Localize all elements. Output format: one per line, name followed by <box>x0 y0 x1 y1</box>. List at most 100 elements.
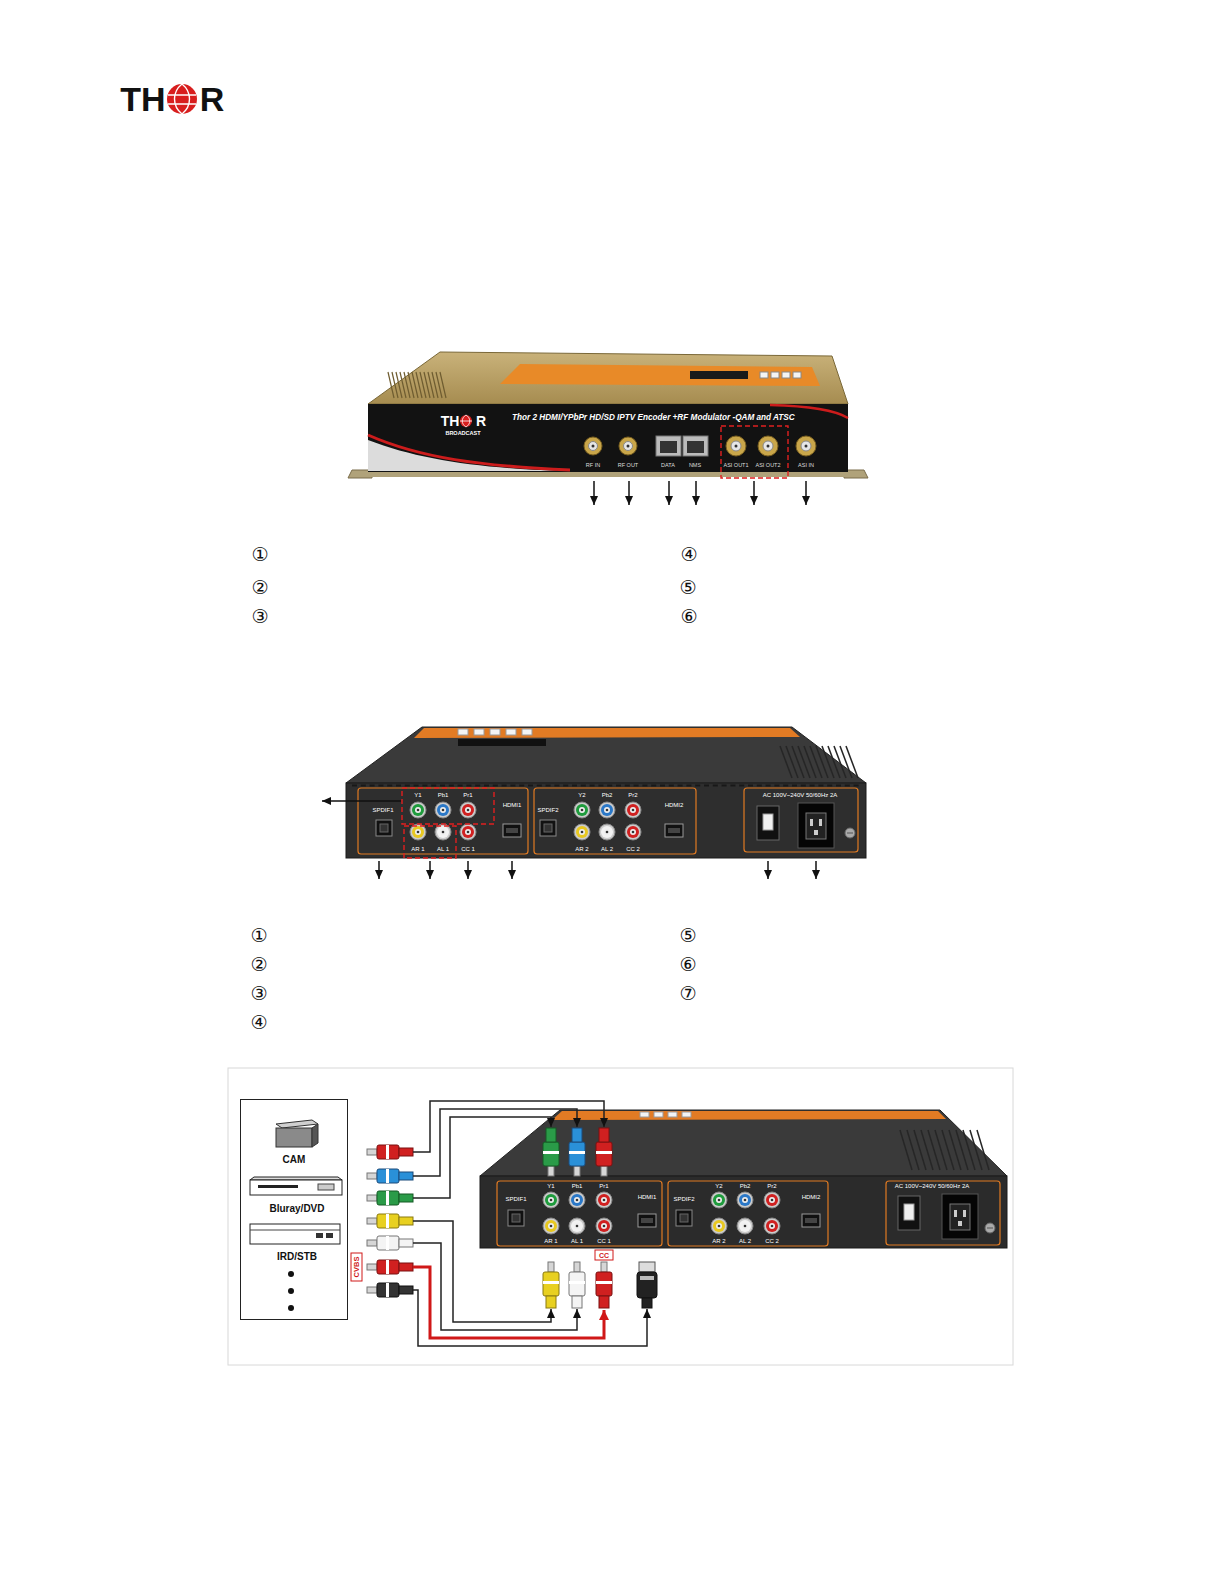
top-button <box>654 1112 663 1117</box>
rca-plug-tip <box>367 1240 377 1246</box>
vent-slot <box>816 746 828 778</box>
vent-slot <box>963 1130 975 1170</box>
panel-section-border <box>358 788 528 854</box>
rca-plug-tip <box>367 1173 377 1179</box>
rca-plug-body <box>596 1142 612 1166</box>
port-label: AL 2 <box>601 846 613 852</box>
device-bottom-edge <box>368 472 848 477</box>
front-button <box>771 372 779 378</box>
port-label: ASI OUT2 <box>755 463 780 469</box>
port-label: AL 1 <box>437 846 449 852</box>
rca-plug-tail <box>599 1296 609 1308</box>
rca-plug-band <box>543 1151 559 1154</box>
rca-jack-inner <box>465 829 471 835</box>
rj45-port <box>656 436 681 456</box>
rca-plug-body <box>377 1260 399 1274</box>
callout-number: ⑤ <box>679 926 696 945</box>
port-label: Y2 <box>578 792 585 798</box>
callout-number: ② <box>250 955 267 974</box>
more-dot <box>288 1288 294 1294</box>
vent-slot <box>537 785 542 787</box>
vent-slot <box>956 1130 968 1170</box>
rca-plug-tail <box>572 1128 582 1142</box>
port-label: SPDIF2 <box>537 807 558 813</box>
rca-jack-inner <box>604 807 610 813</box>
rca-jack <box>737 1218 753 1234</box>
rca-jack-inner <box>630 829 636 835</box>
vent-slot <box>475 785 480 787</box>
hdmi-port-inner <box>506 828 518 833</box>
vent-slot <box>625 785 630 787</box>
rca-plug-band <box>569 1281 585 1284</box>
rca-jack-ring <box>576 826 588 838</box>
rca-plug-tail <box>399 1263 413 1271</box>
hdmi-port-inner <box>668 828 680 833</box>
vent-slot <box>519 785 524 787</box>
receiver-line <box>250 1230 340 1231</box>
rca-jack-pin <box>606 809 609 812</box>
rca-jack-ring <box>739 1220 751 1232</box>
highlight-box <box>721 426 788 478</box>
vent-slot <box>686 785 691 787</box>
vent-slot <box>854 785 859 787</box>
panel-section-border <box>744 788 858 852</box>
rca-plug-tail <box>399 1286 413 1294</box>
vent-slot <box>370 785 375 787</box>
port-label: CC 1 <box>597 1238 611 1244</box>
rca-jack-inner <box>601 1197 607 1203</box>
port-label: Y2 <box>715 1183 722 1189</box>
vent-slot <box>900 1130 912 1170</box>
front-screen <box>690 371 748 379</box>
rca-jack-ring <box>462 804 474 816</box>
signal-wire <box>413 1221 551 1322</box>
vent-slot <box>396 785 401 787</box>
device-rear-panel <box>480 1176 1007 1248</box>
callout-number: ① <box>251 545 268 564</box>
callout-number: ① <box>250 926 267 945</box>
rca-plug-body <box>596 1272 612 1296</box>
logo-text: R <box>200 82 225 116</box>
rca-jack-ring <box>627 804 639 816</box>
top-screen <box>458 739 546 746</box>
rca-plug-body <box>377 1145 399 1159</box>
vent-slot <box>783 785 788 787</box>
rca-jack-inner <box>742 1197 748 1203</box>
ground-screw <box>845 828 855 838</box>
port-label: AL 2 <box>739 1238 751 1244</box>
top-stripe <box>500 364 820 386</box>
rca-jack <box>410 802 426 818</box>
rca-jack-ring <box>412 804 424 816</box>
rca-jack-ring <box>412 826 424 838</box>
vent-slot <box>970 1130 982 1170</box>
front-button <box>760 372 768 378</box>
port-label: Y1 <box>414 792 421 798</box>
rca-jack-inner <box>742 1223 748 1229</box>
rca-jack-pin <box>576 1199 579 1202</box>
device-name: IRD/STB <box>277 1252 317 1262</box>
vent-slot <box>607 785 612 787</box>
rca-plug-body <box>377 1283 399 1297</box>
rca-plug-tip <box>574 1166 580 1176</box>
device-rear-panel <box>346 783 866 858</box>
rca-jack-inner <box>579 829 585 835</box>
rca-plug-band <box>386 1214 389 1228</box>
rca-plug-tail <box>399 1239 413 1247</box>
rca-jack-pin <box>442 831 445 834</box>
port-label: Pb1 <box>572 1183 583 1189</box>
port-label: SPDIF1 <box>372 807 393 813</box>
vent-slot <box>563 785 568 787</box>
vent-slot <box>352 785 357 787</box>
pointer-arrow <box>668 481 670 505</box>
vent-slot <box>730 785 735 787</box>
coax-pin <box>767 445 770 448</box>
rca-plug-band <box>386 1191 389 1205</box>
rca-jack-ring <box>545 1220 557 1232</box>
callout-number: ④ <box>680 545 697 564</box>
player-slot <box>258 1185 298 1188</box>
port-label: RF OUT <box>618 463 638 469</box>
hdmi-port <box>665 824 683 837</box>
rca-jack <box>596 1192 612 1208</box>
port-label: CC 2 <box>765 1238 779 1244</box>
rca-plug-tail <box>399 1194 413 1202</box>
